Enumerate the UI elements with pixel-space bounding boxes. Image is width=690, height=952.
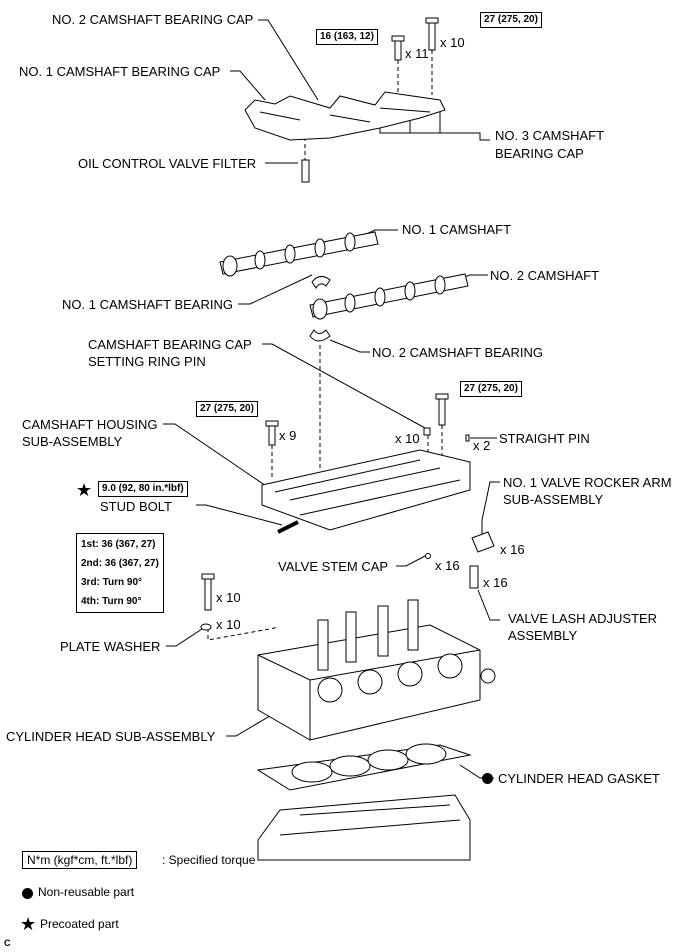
legend-torque-text: : Specified torque xyxy=(162,853,256,867)
torque-step-4: 4th: Turn 90° xyxy=(81,596,142,607)
count-x16-lash: x 16 xyxy=(483,575,508,590)
legend-star-icon: ★ xyxy=(20,914,37,934)
label-plate-washer: PLATE WASHER xyxy=(60,639,161,654)
label-housing-1: CAMSHAFT HOUSING xyxy=(22,417,158,432)
label-cylinder-head-gasket: CYLINDER HEAD GASKET xyxy=(498,771,660,786)
count-x16-rocker: x 16 xyxy=(500,542,525,557)
leader-stud xyxy=(196,504,283,526)
leader-no2-cap xyxy=(258,19,319,101)
leader-lash xyxy=(477,589,500,621)
non-reusable-dot-icon xyxy=(482,773,493,784)
leader-rocker xyxy=(481,481,500,540)
count-x2: x 2 xyxy=(473,438,491,453)
label-cylinder-head: CYLINDER HEAD SUB-ASSEMBLY xyxy=(6,729,216,744)
corner-mark: C xyxy=(4,938,11,948)
label-straight-pin: STRAIGHT PIN xyxy=(499,431,590,446)
leader-cylhead xyxy=(226,709,281,737)
torque-step-3: 3rd: Turn 90° xyxy=(81,577,143,588)
legend-dot-icon xyxy=(22,888,33,899)
label-no1-bearing-cap: NO. 1 CAMSHAFT BEARING CAP xyxy=(19,64,221,79)
torque-box-27-left: 27 (275, 20) xyxy=(196,401,258,417)
torque-box-27-right: 27 (275, 20) xyxy=(460,381,522,397)
leader-stemcap xyxy=(396,555,426,567)
label-no3-bearing-cap-2: BEARING CAP xyxy=(495,146,584,161)
label-no2-camshaft-bearing: NO. 2 CAMSHAFT BEARING xyxy=(372,345,543,360)
label-lash-adjuster-1: VALVE LASH ADJUSTER xyxy=(508,611,658,626)
legend-torque-box: N*m (kgf*cm, ft.*lbf) xyxy=(22,851,138,869)
label-rocker-arm-2: SUB-ASSEMBLY xyxy=(503,492,604,507)
torque-step-2: 2nd: 36 (367, 27) xyxy=(81,558,159,569)
label-no1-camshaft-bearing: NO. 1 CAMSHAFT BEARING xyxy=(62,297,233,312)
count-x9: x 9 xyxy=(279,428,297,443)
count-x10-pin: x 10 xyxy=(395,431,420,446)
leader-no1-bearing xyxy=(238,274,313,305)
label-no3-bearing-cap-1: NO. 3 CAMSHAFT xyxy=(495,128,605,143)
count-x10-top: x 10 xyxy=(440,35,465,50)
count-x11: x 11 xyxy=(405,46,429,61)
leader-housing xyxy=(163,423,273,491)
precoated-star-icon: ★ xyxy=(76,480,93,500)
label-no1-camshaft: NO. 1 CAMSHAFT xyxy=(402,222,512,237)
leader-no1-cap xyxy=(230,70,266,101)
count-x10-bolt: x 10 xyxy=(216,590,241,605)
count-x10-washer: x 10 xyxy=(216,617,241,632)
label-valve-stem-cap: VALVE STEM CAP xyxy=(278,559,389,574)
label-rocker-arm-1: NO. 1 VALVE ROCKER ARM xyxy=(503,475,672,490)
torque-box-27-top: 27 (275, 20) xyxy=(480,12,542,28)
label-stud-bolt: STUD BOLT xyxy=(100,499,172,514)
label-ocv-filter: OIL CONTROL VALVE FILTER xyxy=(78,156,257,171)
legend-precoated-text: Precoated part xyxy=(40,917,119,931)
leader-pin xyxy=(262,343,426,429)
torque-steps-box: 1st: 36 (367, 27) 2nd: 36 (367, 27) 3rd:… xyxy=(76,533,164,613)
torque-box-16: 16 (163, 12) xyxy=(316,29,378,45)
label-ring-pin-1: CAMSHAFT BEARING CAP xyxy=(88,337,252,352)
label-no2-camshaft: NO. 2 CAMSHAFT xyxy=(490,268,600,283)
label-lash-adjuster-2: ASSEMBLY xyxy=(508,628,578,643)
label-housing-2: SUB-ASSEMBLY xyxy=(22,434,123,449)
torque-step-1: 1st: 36 (367, 27) xyxy=(81,539,156,550)
label-no2-bearing-cap: NO. 2 CAMSHAFT BEARING CAP xyxy=(52,12,254,27)
leader-washer xyxy=(166,628,203,647)
torque-box-9: 9.0 (92, 80 in.*lbf) xyxy=(98,481,188,497)
label-ring-pin-2: SETTING RING PIN xyxy=(88,354,206,369)
count-x16-cap: x 16 xyxy=(435,558,460,573)
legend-nonreusable-text: Non-reusable part xyxy=(38,885,135,899)
leader-no2-bearing xyxy=(329,339,370,353)
